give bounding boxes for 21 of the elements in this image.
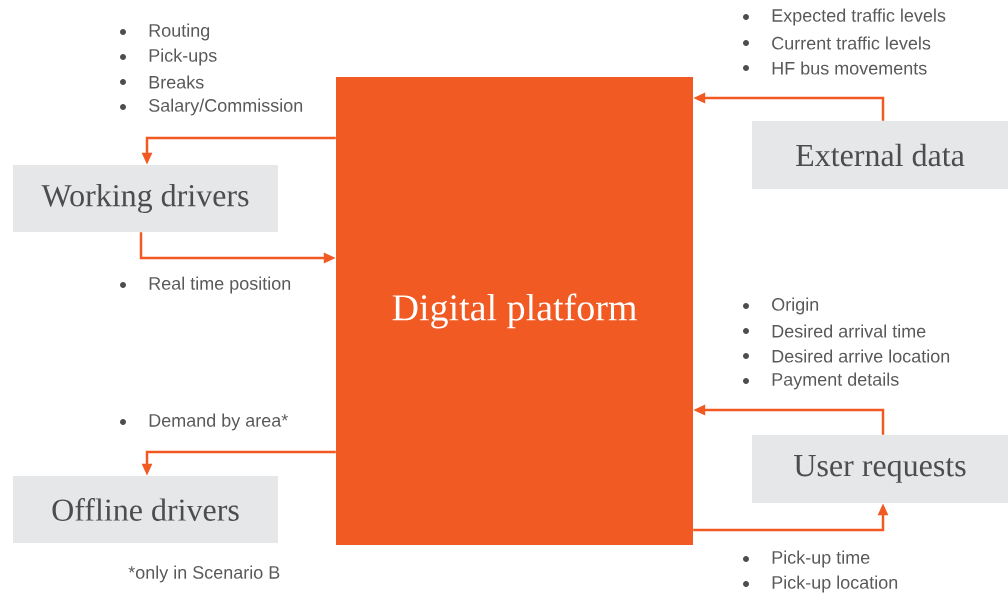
process-box: Offline drivers	[13, 476, 278, 543]
list-item: Real time position	[149, 276, 291, 294]
footnote: *only in Scenario B	[128, 565, 280, 583]
list-item: Pick-ups	[149, 48, 217, 66]
list-item: Expected traffic levels	[772, 8, 946, 26]
platform-box: Digital platform	[336, 77, 693, 545]
process-box: Working drivers	[13, 165, 278, 232]
list-item: Payment details	[772, 372, 899, 390]
list-item: Current traffic levels	[772, 36, 931, 50]
process-box: External data	[752, 121, 1008, 189]
list-item: Pick-up location	[772, 575, 898, 593]
list-item: Breaks	[149, 75, 204, 89]
list-item: Origin	[772, 297, 819, 315]
list-item: HF bus movements	[772, 61, 927, 75]
list-item: Demand by area*	[149, 413, 288, 431]
list-item: Pick-up time	[772, 550, 870, 568]
list-item: Desired arrival time	[772, 324, 926, 338]
process-box: User requests	[752, 435, 1008, 503]
list-item: Salary/Commission	[149, 98, 303, 116]
list-item: Routing	[149, 23, 210, 41]
list-item: Desired arrive location	[772, 349, 950, 363]
